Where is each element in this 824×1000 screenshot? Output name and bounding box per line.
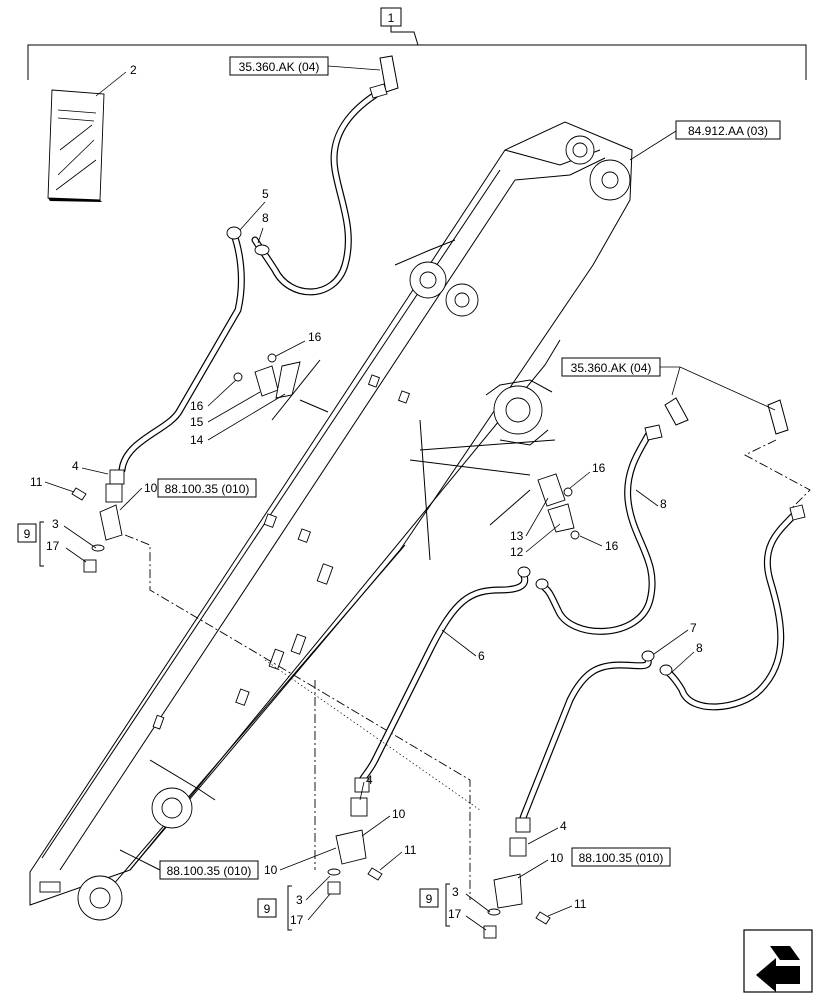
label-plug-right: 17	[448, 907, 462, 921]
instruction-book: 2	[47, 63, 137, 202]
arrow-icon[interactable]	[743, 929, 813, 993]
label-block-left: 10	[144, 481, 158, 495]
block-reference-mid: 88.100.35 (010)	[167, 864, 252, 878]
label-kit-right: 9	[426, 892, 433, 906]
block-reference-left: 88.100.35 (010)	[165, 482, 250, 496]
middle-block-assembly: 4 10 88.100.35 (010) 10 11 9 3 17	[159, 680, 417, 931]
label-kit-left: 9	[24, 527, 31, 541]
label-ring-left: 3	[52, 517, 59, 531]
label-bolt-c: 16	[592, 461, 606, 475]
label-screw-left: 11	[30, 475, 43, 489]
label-screw-mid: 11	[404, 843, 417, 857]
label-clamp-15: 15	[190, 415, 204, 429]
right-hose: 7 8	[519, 504, 806, 822]
label-clamp-right: 8	[696, 641, 703, 655]
label-plug-mid: 17	[290, 913, 304, 927]
label-clamp-14: 14	[190, 433, 204, 447]
label-fitting-right: 4	[560, 819, 567, 833]
assembly-label: 1	[388, 11, 395, 25]
label-bolt-b: 16	[190, 399, 204, 413]
label-block-mid: 10	[392, 807, 406, 821]
label-clamp-12: 12	[510, 545, 524, 559]
block-reference-right: 88.100.35 (010)	[579, 851, 664, 865]
label-tube-mid: 6	[478, 649, 485, 663]
label-bolt-d: 16	[605, 539, 619, 553]
label-ring-mid: 3	[296, 893, 303, 907]
boom-reference: 84.912.AA (03)	[688, 124, 768, 138]
upper-clamp-group: 16 16 15 14	[190, 330, 329, 447]
label-tube-right: 7	[690, 621, 697, 635]
label-clamp-top: 8	[262, 211, 269, 225]
label-clamp-13: 13	[510, 529, 524, 543]
right-clamp-group: 16 13 12 16	[409, 439, 619, 559]
top-hose: 35.360.AK (04) 5 8	[118, 55, 399, 474]
label-screw-right: 11	[574, 897, 587, 911]
right-block-assembly: 4 10 88.100.35 (010) 11 9 3 17	[419, 817, 671, 939]
label-block-mid-2: 10	[264, 863, 278, 877]
label-fitting-mid: 4	[366, 773, 373, 787]
right-hose-reference: 35.360.AK (04)	[561, 357, 811, 511]
label-block-right: 10	[550, 851, 564, 865]
left-block-assembly: 4 10 88.100.35 (010) 11 9 3 17	[17, 459, 471, 900]
middle-hose: 8 6	[358, 424, 667, 784]
label-book: 2	[130, 63, 137, 77]
hose-top-reference: 35.360.AK (04)	[239, 60, 320, 74]
label-ring-right: 3	[452, 885, 459, 899]
label-fitting-left: 4	[72, 459, 79, 473]
hose-right-reference: 35.360.AK (04)	[571, 361, 652, 375]
label-bolt-a: 16	[308, 330, 322, 344]
label-kit-mid: 9	[264, 902, 271, 916]
boom-structure: 84.912.AA (03)	[29, 120, 781, 921]
label-plug-left: 17	[46, 539, 60, 553]
label-hose-top: 5	[262, 187, 269, 201]
label-clamp-mid: 8	[660, 497, 667, 511]
assembly-bracket: 1	[27, 7, 807, 80]
